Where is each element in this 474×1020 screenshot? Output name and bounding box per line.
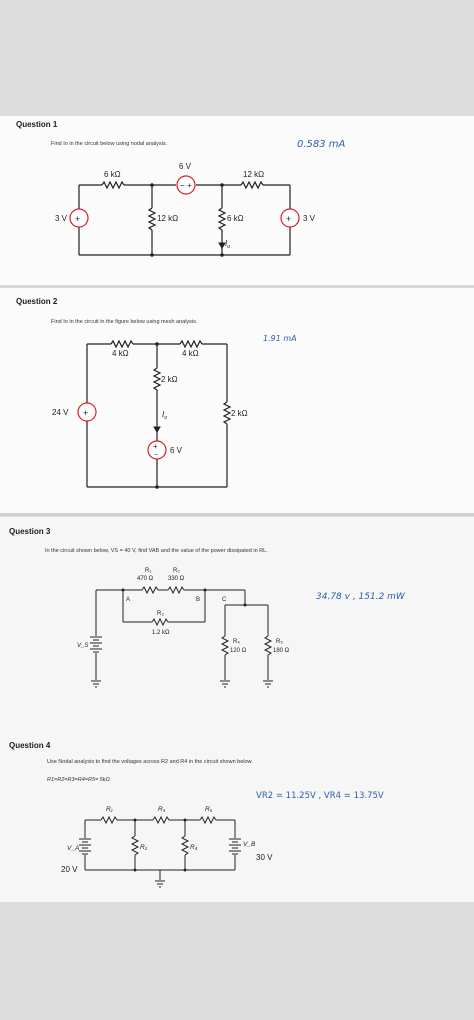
- question-1-2-panel: [0, 116, 474, 514]
- q1-label-3v-left: 3 V: [55, 214, 68, 223]
- q3-value-r1: 470 Ω: [137, 576, 154, 582]
- q1-plus-sign: +: [286, 214, 291, 224]
- q4-label-r4: R₄: [190, 844, 198, 851]
- q3-label-vs: V_S: [77, 643, 88, 649]
- q1-plus-sign: +: [75, 214, 80, 224]
- q4-label-r1: R₁: [106, 806, 113, 813]
- section-divider: [0, 513, 474, 516]
- q4-value-vb: 30 V: [256, 853, 273, 862]
- q2-label-r1: 4 kΩ: [112, 349, 129, 358]
- q1-plus-sign: +: [187, 181, 192, 190]
- q2-plus-sign: +: [153, 442, 158, 451]
- q1-source-3v-right: [280, 208, 300, 228]
- q3-value-r5: 180 Ω: [273, 648, 290, 654]
- q4-label-r3: R₃: [158, 806, 166, 813]
- q3-value-r3: 1.2 kΩ: [152, 630, 170, 636]
- q2-label-io: Io: [162, 410, 167, 421]
- q1-prompt: Find Io in the circuit below using nodal…: [51, 141, 168, 147]
- q1-answer: 0.583 mA: [297, 139, 346, 150]
- q1-source-6v: [176, 175, 196, 195]
- q3-label-r5: R₅: [276, 639, 283, 645]
- q2-plus-sign: +: [83, 408, 88, 418]
- q4-given: R1=R2=R3=R4=R5= 5kΩ: [47, 777, 110, 783]
- q4-prompt: Use Nodal analysis to find the voltages …: [47, 759, 253, 765]
- q3-label-r4: R₄: [233, 639, 240, 645]
- q1-label-6v: 6 V: [179, 162, 192, 171]
- q2-answer: 1.91 mA: [263, 334, 297, 343]
- q2-label-24v: 24 V: [52, 408, 69, 417]
- q4-label-r2: R₂: [140, 844, 148, 851]
- q3-value-r4: 120 Ω: [230, 648, 247, 654]
- q4-label-r5: R₅: [205, 806, 213, 813]
- q3-answer: 34.78 v , 151.2 mW: [316, 592, 405, 602]
- q3-title: Question 3: [9, 527, 51, 536]
- q1-label-r3: 12 kΩ: [157, 214, 178, 223]
- q3-label-r1: R₁: [145, 568, 151, 574]
- q2-label-r4: 2 kΩ: [231, 409, 248, 418]
- q1-label-3v-right: 3 V: [303, 214, 316, 223]
- q2-label-r3: 2 kΩ: [161, 375, 178, 384]
- q4-title: Question 4: [9, 741, 51, 750]
- q4-label-va: V_A: [67, 845, 79, 852]
- q1-label-r4: 6 kΩ: [227, 214, 244, 223]
- q3-prompt: In the circuit shown below, VS = 40 V, f…: [45, 548, 268, 554]
- q2-source-6v: [147, 440, 167, 460]
- q1-minus-sign: −: [180, 181, 185, 190]
- q1-title: Question 1: [16, 120, 58, 129]
- q2-prompt: Find Io in the circuit in the figure bel…: [51, 319, 198, 325]
- q3-node-b: B: [196, 597, 200, 603]
- q4-label-vb: V_B: [243, 841, 256, 848]
- q2-minus-sign: −: [154, 452, 158, 459]
- q1-label-r2: 12 kΩ: [243, 170, 264, 179]
- q2-label-r2: 4 kΩ: [182, 349, 199, 358]
- q2-label-6v: 6 V: [170, 446, 183, 455]
- q3-value-r2: 330 Ω: [168, 576, 185, 582]
- q1-source-3v-left: [69, 208, 89, 228]
- q3-label-r2: R₂: [173, 568, 180, 574]
- q3-label-r3: R₃: [157, 611, 164, 617]
- q4-value-va: 20 V: [61, 865, 78, 874]
- q4-answer: VR2 = 11.25V , VR4 = 13.75V: [256, 791, 384, 801]
- q1-label-io: Io: [225, 239, 230, 250]
- q2-source-24v: [77, 402, 97, 422]
- question-3-4-panel: [0, 517, 474, 902]
- q2-title: Question 2: [16, 297, 58, 306]
- section-divider: [0, 285, 474, 288]
- q3-node-a: A: [126, 597, 130, 603]
- q3-node-c: C: [222, 597, 227, 603]
- q1-label-r1: 6 kΩ: [104, 170, 121, 179]
